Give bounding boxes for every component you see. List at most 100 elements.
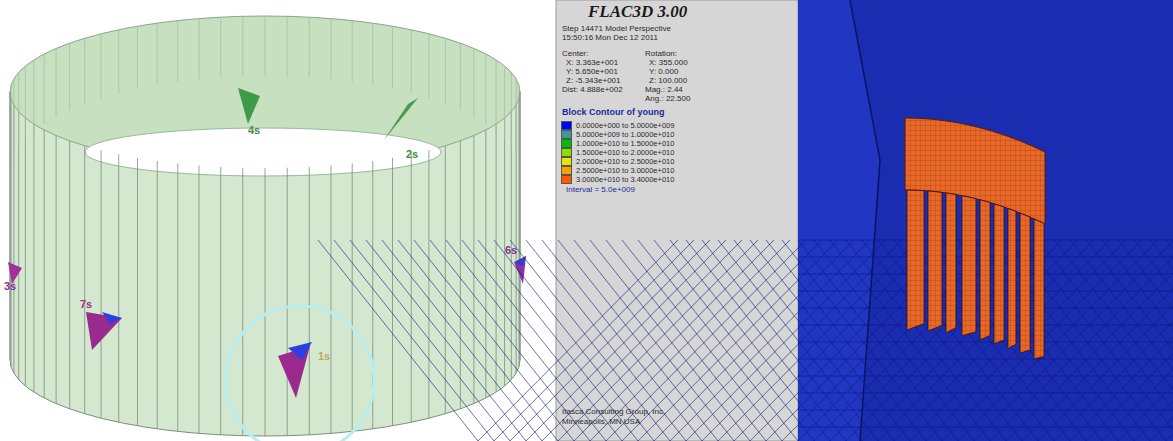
- panel-line: [496, 60, 497, 132]
- mesh-line: [526, 240, 726, 441]
- mesh-line: [1054, 240, 1173, 441]
- panel-line: [177, 21, 178, 82]
- legend-text: 2.5000e+010 to 3.0000e+010: [576, 166, 674, 175]
- info-text: FLAC3D 3.00: [588, 3, 687, 22]
- panel-line: [330, 165, 331, 433]
- sensor-label: 6s: [505, 244, 517, 256]
- legend-swatch: [562, 149, 571, 156]
- panel-line: [372, 23, 373, 85]
- mesh-line: [1102, 240, 1173, 441]
- cylinder-edge: [10, 92, 11, 360]
- panel-line: [118, 30, 119, 94]
- sensor-marker: [516, 256, 526, 266]
- legend-row: 1.0000e+010 to 1.5000e+010: [562, 139, 792, 148]
- panel-line: [411, 154, 412, 422]
- model-block: [798, 0, 880, 441]
- panel-line: [157, 161, 158, 429]
- panel-line: [25, 118, 26, 386]
- panel-line: [485, 54, 486, 124]
- panel-line: [242, 16, 243, 76]
- mesh-line: [494, 240, 694, 441]
- panel-line: [137, 158, 138, 426]
- flac-view: [318, 0, 1173, 441]
- panel-line: [44, 54, 45, 124]
- info-text: Z: -5.343e+001: [566, 77, 620, 86]
- panel-line: [309, 17, 310, 77]
- panel-line: [265, 16, 266, 76]
- panel-line: [445, 38, 446, 104]
- panel-line: [485, 130, 486, 398]
- panel-line: [33, 60, 34, 132]
- mesh-line: [686, 240, 886, 441]
- mesh-line: [798, 427, 1173, 428]
- sensor-label: 4s: [248, 124, 260, 136]
- panel-line: [101, 34, 102, 99]
- wall-panel: [1034, 219, 1044, 359]
- panel-line: [44, 130, 45, 398]
- panel-line: [520, 92, 521, 360]
- legend-text: 1.0000e+010 to 1.5000e+010: [576, 139, 674, 148]
- info-text: X: 3.363e+001: [566, 59, 618, 68]
- legend-row: 2.0000e+010 to 2.5000e+010: [562, 157, 792, 166]
- panel-line: [287, 16, 288, 76]
- info-text: Step 14471 Model Perspective: [562, 25, 671, 34]
- panel-line: [504, 66, 505, 139]
- info-text: Itasca Consulting Group, Inc.: [562, 408, 665, 417]
- legend-swatch: [562, 158, 571, 165]
- mesh-line: [1038, 240, 1173, 441]
- mesh-line: [798, 393, 1173, 394]
- panel-line: [25, 66, 26, 139]
- panel-line: [511, 72, 512, 147]
- panel-line: [392, 158, 393, 426]
- wall-panel: [1008, 208, 1016, 348]
- mesh-line: [1086, 240, 1173, 441]
- info-text: Y: 5.650e+001: [566, 68, 618, 77]
- mesh-line: [1134, 240, 1173, 441]
- panel-line: [516, 79, 517, 156]
- mesh: [318, 240, 1173, 441]
- wall-panel: [1020, 213, 1030, 353]
- mesh-line: [478, 240, 678, 441]
- mesh-line: [558, 240, 758, 441]
- wall-panel: [946, 193, 956, 333]
- info-text: Rotation:: [645, 50, 677, 59]
- panel-line: [220, 167, 221, 435]
- panel-line: [199, 19, 200, 80]
- mesh-line: [798, 342, 1173, 343]
- panel-line: [496, 124, 497, 392]
- mesh-line: [798, 376, 1173, 377]
- mesh-line: [1166, 240, 1173, 441]
- legend-text: 1.5000e+010 to 2.0000e+010: [576, 148, 674, 157]
- panel-line: [411, 30, 412, 94]
- sensor-label: 7s: [80, 298, 92, 310]
- sensor-marker: [102, 312, 122, 324]
- legend-text: 3.0000e+010 to 3.4000e+010: [576, 175, 674, 184]
- info-text: Ang.: 22.500: [645, 95, 690, 104]
- model-view: [798, 0, 1173, 441]
- panel-line: [10, 85, 11, 163]
- mesh-line: [1102, 240, 1173, 441]
- panel-line: [428, 34, 429, 99]
- mesh-line: [1150, 240, 1173, 441]
- panel-line: [18, 112, 19, 380]
- mesh-line: [1070, 240, 1173, 441]
- panel-line: [69, 43, 70, 110]
- mesh-line: [1070, 240, 1173, 441]
- panel-line: [10, 92, 11, 360]
- sensor-label: 1s: [318, 350, 330, 362]
- panel-line: [473, 48, 474, 117]
- legend-swatch: [562, 140, 571, 147]
- panel-line: [199, 165, 200, 433]
- sensor-label: 2s: [406, 148, 418, 160]
- panel-line: [392, 26, 393, 89]
- mesh-line: [1166, 240, 1173, 441]
- info-text: Y: 0.000: [649, 68, 678, 77]
- sensor-label: 3s: [4, 280, 16, 292]
- legend-text: 0.0000e+000 to 5.0000e+009: [576, 121, 674, 130]
- panel-line: [157, 23, 158, 85]
- panel-line: [287, 168, 288, 436]
- wall-panel: [962, 196, 976, 336]
- info-text: Dist: 4.888e+002: [562, 86, 623, 95]
- mesh-line: [638, 240, 838, 441]
